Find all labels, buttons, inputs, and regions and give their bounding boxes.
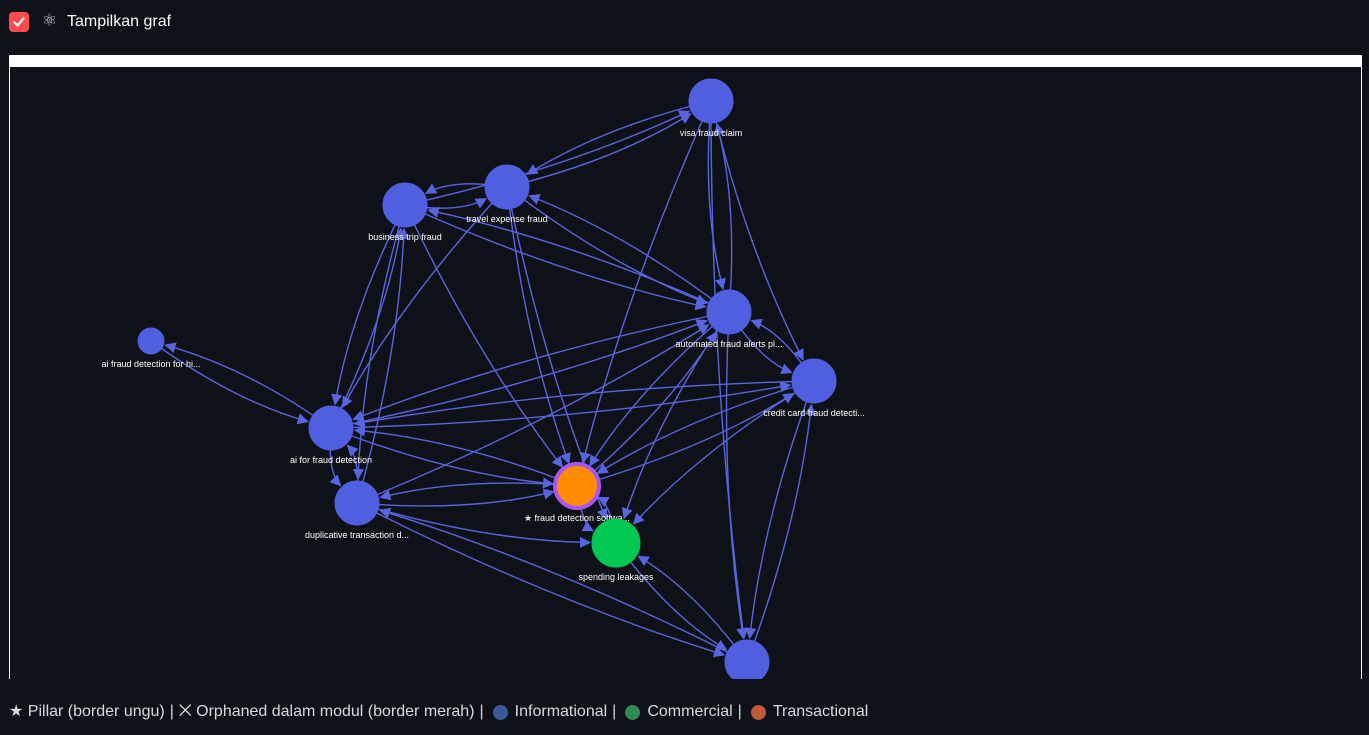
informational-dot-icon xyxy=(492,704,508,720)
legend-separator: | xyxy=(737,703,742,720)
graph-node-circle[interactable] xyxy=(724,639,770,679)
graph-nodes: visa fraud claim travel expense fraud busi… xyxy=(101,78,865,679)
legend-informational: Informational xyxy=(514,703,608,720)
graph-edge xyxy=(528,194,730,313)
atom-icon: ⚛ xyxy=(42,11,58,30)
graph-legend: ★ Pillar (border ungu) | ⨉ Orphaned dala… xyxy=(9,702,868,722)
graph-edge xyxy=(632,380,815,525)
graph-node-label: ★ fraud detection softwa... xyxy=(524,513,630,523)
graph-node-circle[interactable] xyxy=(137,327,165,355)
graph-node-aifor[interactable]: ai for fraud detection xyxy=(290,405,372,465)
graph-node-circle[interactable] xyxy=(591,518,641,568)
graph-edge xyxy=(356,227,410,504)
graph-edge xyxy=(725,311,748,640)
graph-node-dup[interactable]: duplicative transaction d... xyxy=(305,480,409,540)
graph-edge xyxy=(621,311,730,520)
graph-node-credit[interactable]: credit card fraud detecti... xyxy=(763,358,865,418)
graph-edge xyxy=(745,380,815,640)
graph-edge xyxy=(150,340,309,425)
graph-edge xyxy=(356,502,726,658)
graph-edge xyxy=(352,311,730,421)
graph-edge xyxy=(404,204,564,468)
show-graph-checkbox[interactable] xyxy=(9,12,29,32)
graph-node-circle[interactable] xyxy=(791,358,837,404)
graph-edge xyxy=(404,110,691,206)
graph-edge xyxy=(342,186,508,409)
graph-node-bottom[interactable] xyxy=(724,639,770,679)
graph-node-circle[interactable] xyxy=(553,462,601,510)
graph-edge xyxy=(356,324,710,504)
graph-node-visa[interactable]: visa fraud claim xyxy=(680,78,743,138)
legend-separator: | xyxy=(169,703,174,720)
graph-node-label: ai for fraud detection xyxy=(290,455,372,465)
show-graph-label[interactable]: Tampilkan graf xyxy=(67,13,172,30)
commercial-dot-icon xyxy=(625,704,641,720)
legend-orphaned: ⨉ Orphaned dalam modul (border merah) xyxy=(178,703,475,720)
graph-node-circle[interactable] xyxy=(334,480,380,526)
graph-edge xyxy=(596,380,815,474)
graph-node-label: duplicative transaction d... xyxy=(305,530,409,540)
graph-edge xyxy=(710,100,749,640)
graph-edge xyxy=(506,186,571,465)
network-graph[interactable]: visa fraud claim travel expense fraud busi… xyxy=(10,56,1361,679)
graph-edge xyxy=(330,319,708,429)
graph-edge xyxy=(637,555,748,663)
graph-frame-header xyxy=(10,56,1361,67)
graph-node-aihi[interactable]: ai fraud detection for hi... xyxy=(101,327,201,369)
graph-edge xyxy=(352,204,406,481)
graph-node-automated[interactable]: automated fraud alerts pl... xyxy=(675,289,783,349)
checkmark-icon xyxy=(13,17,25,27)
graph-edges xyxy=(150,100,816,663)
graph-node-pillar[interactable]: ★ fraud detection softwa... xyxy=(524,462,630,523)
graph-edge xyxy=(427,206,730,313)
graph-edge xyxy=(378,507,748,663)
legend-commercial: Commercial xyxy=(647,703,733,720)
graph-node-label: credit card fraud detecti... xyxy=(763,408,865,418)
graph-edge xyxy=(526,100,712,175)
graph-node-label: visa fraud claim xyxy=(680,128,743,138)
graph-edge xyxy=(576,393,795,487)
graph-node-business[interactable]: business trip fraud xyxy=(368,182,442,242)
graph-node-circle[interactable] xyxy=(688,78,734,124)
graph-node-circle[interactable] xyxy=(382,182,428,228)
legend-separator: | xyxy=(612,703,617,720)
graph-edge xyxy=(331,204,406,406)
graph-edge xyxy=(506,186,708,305)
graph-node-travel[interactable]: travel expense fraud xyxy=(466,164,548,224)
graph-node-spending[interactable]: spending leakages xyxy=(578,518,654,582)
graph-node-label: travel expense fraud xyxy=(466,214,548,224)
graph-node-circle[interactable] xyxy=(706,289,752,335)
graph-node-label: automated fraud alerts pl... xyxy=(675,339,782,349)
legend-pillar: ★ Pillar (border ungu) xyxy=(9,703,165,720)
graph-edge xyxy=(353,425,578,487)
graph-edge xyxy=(506,113,692,188)
graph-edge xyxy=(353,380,815,428)
graph-edge xyxy=(579,100,712,464)
graph-node-circle[interactable] xyxy=(308,405,354,451)
legend-transactional: Transactional xyxy=(772,703,869,720)
graph-edge xyxy=(589,311,730,467)
graph-edge xyxy=(710,100,804,361)
graph-node-label: ai fraud detection for hi... xyxy=(101,359,200,369)
graph-node-label: spending leakages xyxy=(578,572,654,582)
graph-node-label: business trip fraud xyxy=(368,232,442,242)
graph-edge xyxy=(356,488,555,507)
graph-toggle-row: ⚛ Tampilkan graf xyxy=(0,0,1369,44)
graph-edge xyxy=(707,100,726,290)
graph-edge xyxy=(746,403,816,663)
graph-frame: visa fraud claim travel expense fraud busi… xyxy=(9,55,1362,679)
graph-edge xyxy=(379,482,578,501)
legend-separator: | xyxy=(479,703,484,720)
transactional-dot-icon xyxy=(750,704,766,720)
graph-node-circle[interactable] xyxy=(484,164,530,210)
graph-edge xyxy=(164,342,332,429)
graph-edge xyxy=(404,204,707,311)
